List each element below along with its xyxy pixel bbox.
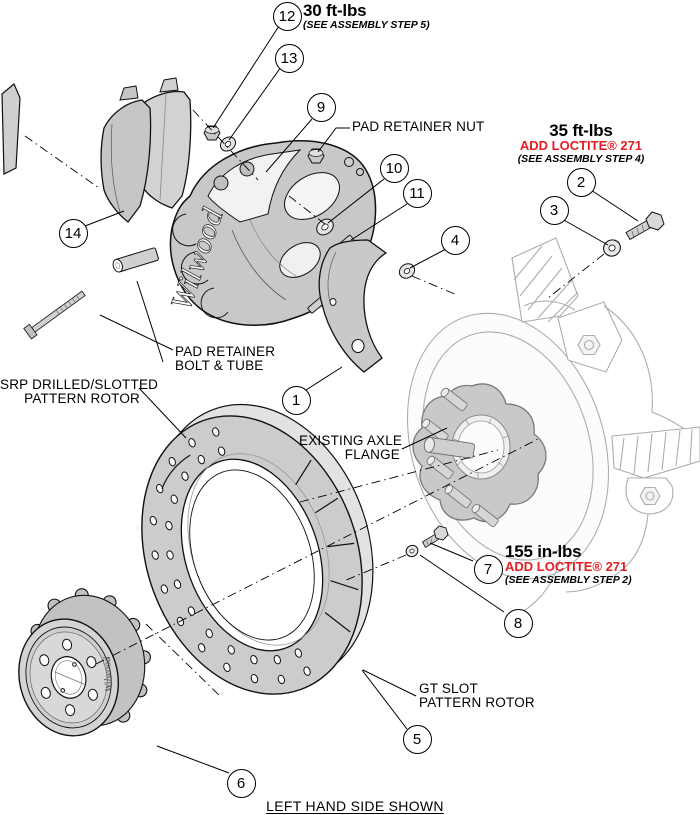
brake-pads <box>1 77 192 223</box>
torque-note-30: 30 ft-lbs (SEE ASSEMBLY STEP 5) <box>303 2 430 31</box>
mount-washer-3 <box>603 239 621 257</box>
label-pad-retainer-nut: PAD RETAINER NUT <box>352 119 485 134</box>
bridge-nut-12 <box>203 125 221 141</box>
callout-10: 10 <box>379 153 409 183</box>
callout-6: 6 <box>226 768 256 798</box>
callout-8: 8 <box>503 608 533 638</box>
callout-14: 14 <box>58 218 88 248</box>
pad-retainer-nut-part <box>307 148 325 164</box>
washer-10 <box>316 218 334 236</box>
assembly-step-ref: (SEE ASSEMBLY STEP 2) <box>505 574 632 586</box>
rotor-hat: Wilwood <box>18 588 151 737</box>
callout-3: 3 <box>539 195 569 225</box>
torque-note-35: 35 ft-lbs ADD LOCTITE® 271 (SEE ASSEMBLY… <box>500 122 662 165</box>
mount-bolt-2 <box>625 211 665 241</box>
pad-retainer-bolt <box>23 290 86 340</box>
callout-2: 2 <box>566 167 596 197</box>
hat-washer-8 <box>405 544 419 558</box>
bridge-washer-13 <box>219 136 237 152</box>
assembly-axis-lines <box>24 109 605 698</box>
callout-12: 12 <box>272 1 302 31</box>
loctite-note: ADD LOCTITE® 271 <box>505 559 628 574</box>
loctite-note: ADD LOCTITE® 271 <box>519 138 643 153</box>
callout-9: 9 <box>306 92 336 122</box>
hat-screw-7 <box>421 525 449 549</box>
srp-rotor <box>141 403 374 695</box>
torque-value: 30 ft-lbs <box>303 1 367 20</box>
caliper-bracket <box>307 234 388 373</box>
callout-1: 1 <box>281 385 311 415</box>
label-gt-slot-rotor: GT SLOT PATTERN ROTOR <box>419 681 535 710</box>
label-pad-retainer-bolt-tube: PAD RETAINER BOLT & TUBE <box>175 344 276 373</box>
pad-retainer-tube <box>112 247 159 273</box>
hat-brand-script: Wilwood <box>102 656 115 693</box>
footer-note: LEFT HAND SIDE SHOWN <box>266 798 444 814</box>
callout-4: 4 <box>440 225 470 255</box>
assembly-step-ref: (SEE ASSEMBLY STEP 5) <box>303 19 430 31</box>
label-srp-rotor: SRP DRILLED/SLOTTED PATTERN ROTOR <box>0 377 159 406</box>
torque-value: 35 ft-lbs <box>549 121 613 140</box>
axle-flange <box>412 383 547 528</box>
callout-13: 13 <box>274 43 304 73</box>
leader-lines <box>84 25 639 774</box>
torque-value: 155 in-lbs <box>505 542 582 561</box>
callout-11: 11 <box>402 178 432 208</box>
torque-note-155: 155 in-lbs ADD LOCTITE® 271 (SEE ASSEMBL… <box>505 543 632 586</box>
callout-7: 7 <box>473 554 503 584</box>
callout-5: 5 <box>402 724 432 754</box>
label-existing-axle-flange: EXISTING AXLE FLANGE <box>299 433 403 462</box>
assembly-step-ref: (SEE ASSEMBLY STEP 4) <box>517 153 645 165</box>
washer-4 <box>398 263 416 279</box>
